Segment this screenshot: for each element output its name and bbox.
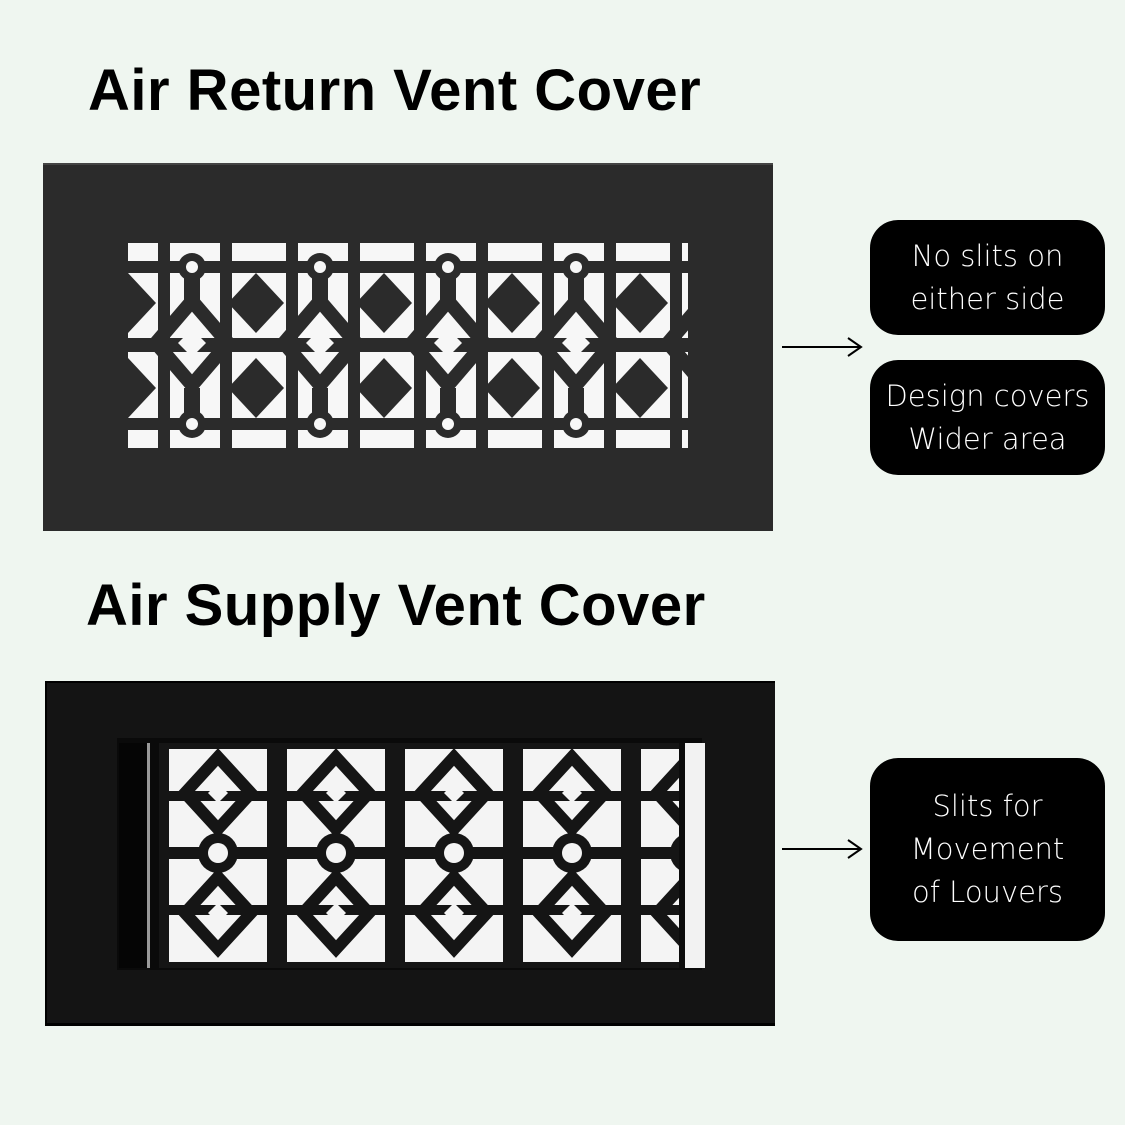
callout-line: of Louvers (912, 875, 1063, 909)
right-arrow-icon (782, 337, 863, 357)
callout-line: Design covers (885, 378, 1090, 413)
louver-slit-left (119, 743, 150, 968)
callout-design-covers: Design covers Wider area (870, 360, 1105, 475)
callout-line: No slits on (911, 238, 1064, 273)
lattice-pattern (159, 743, 679, 968)
air-supply-heading: Air Supply Vent Cover (86, 573, 706, 638)
callout-line: Movement (910, 832, 1065, 866)
callout-line: either side (910, 281, 1065, 316)
lattice-pattern (128, 243, 688, 448)
right-arrow-icon (782, 839, 863, 859)
air-return-heading: Air Return Vent Cover (88, 58, 702, 123)
air-supply-vent-cover-image (45, 681, 775, 1026)
callout-line: Slits for (932, 789, 1043, 823)
callout-line: Wider area (908, 421, 1067, 456)
air-return-vent-cover-image (43, 163, 773, 531)
callout-slits-for-louvers: Slits for Movement of Louvers (870, 758, 1105, 941)
louver-slit-right (679, 743, 705, 968)
callout-no-slits: No slits on either side (870, 220, 1105, 335)
